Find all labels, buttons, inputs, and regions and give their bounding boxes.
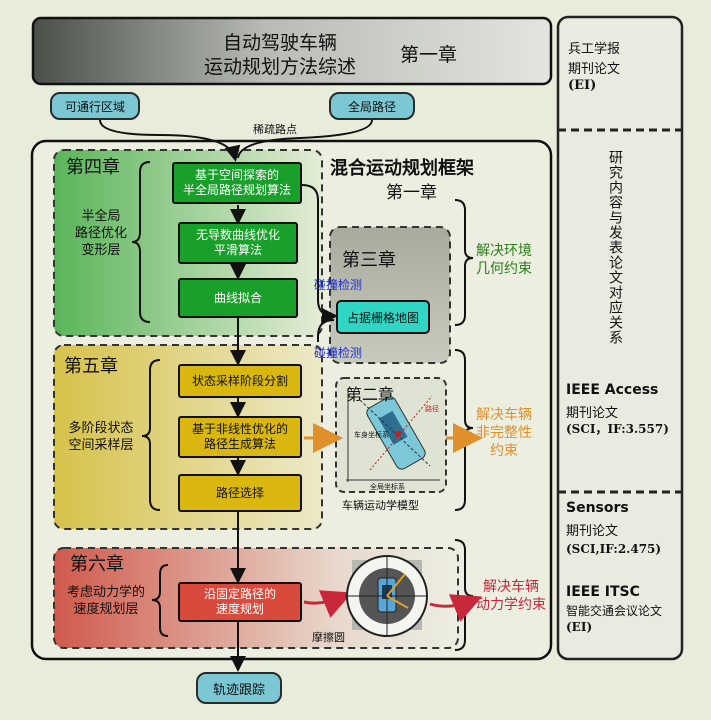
header-title-line2: 运动规划方法综述 <box>203 56 356 78</box>
sidebar-ieee-access-type: 期刊论文 <box>566 406 619 421</box>
collision-check-label-2: 碰撞检测 <box>314 346 363 360</box>
nonholonomic-constraint-label: 解决车辆 非完整性 约束 <box>476 407 532 459</box>
vehicle-model-caption: 车辆运动学模型 <box>342 499 419 512</box>
occupancy-grid-map-box: 占据栅格地图 <box>336 300 430 334</box>
vehicle-kinematic-figure <box>346 388 440 482</box>
sidebar-ieee-access-title: IEEE Access <box>566 382 659 398</box>
sidebar-ieee-access-index: (SCI，IF:3.557) <box>566 422 669 436</box>
trajectory-tracking-node: 轨迹跟踪 <box>196 672 282 704</box>
sidebar-ei-journal-type: 期刊论文 <box>568 62 621 77</box>
header-chapter: 第一章 <box>400 44 458 66</box>
framework-chapter: 第一章 <box>386 183 437 203</box>
global-path-node: 全局路径 <box>329 92 415 120</box>
curve-fitting-box: 曲线拟合 <box>178 278 298 318</box>
state-sampling-box: 状态采样阶段分割 <box>178 364 302 398</box>
collision-check-label-1: 碰撞检测 <box>314 278 363 292</box>
passable-area-node: 可通行区域 <box>50 92 140 120</box>
sidebar-vertical-title: 研究内容与发表论文对应关系 <box>607 150 623 345</box>
fig-body-frame-label: 车身坐标系 <box>354 431 389 439</box>
fig-global-frame-label: 全局坐标系 <box>370 483 405 491</box>
sidebar-ei-journal-index: (EI) <box>568 78 597 93</box>
sparse-points-label: 稀疏路点 <box>253 123 297 136</box>
curve-smoothing-box: 无导数曲线优化 平滑算法 <box>178 222 298 264</box>
sidebar-sensors-title: Sensors <box>566 500 629 516</box>
dynamic-constraint-label: 解决车辆 动力学约束 <box>476 579 546 613</box>
path-selection-box: 路径选择 <box>178 474 302 512</box>
geometric-constraint-label: 解决环境 几何约束 <box>476 243 532 277</box>
header-title-line1: 自动驾驶车辆 <box>222 32 337 54</box>
sidebar-ei-journal-name: 兵工学报 <box>568 42 621 57</box>
speed-planning-box: 沿固定路径的 速度规划 <box>178 582 302 622</box>
friction-circle-figure <box>345 555 428 637</box>
sidebar-itsc-index: (EI) <box>566 620 593 634</box>
sidebar-itsc-title: IEEE ITSC <box>566 584 640 600</box>
semi-global-path-planning-box: 基于空间探索的 半全局路径规划算法 <box>172 162 302 204</box>
framework-title: 混合运动规划框架 <box>330 158 474 179</box>
fig-path-label: 路径 <box>425 405 439 413</box>
nonlinear-path-generation-box: 基于非线性优化的 路径生成算法 <box>178 416 302 458</box>
sidebar-sensors-type: 期刊论文 <box>566 524 619 539</box>
chapter6-side-label: 考虑动力学的 速度规划层 <box>66 585 145 617</box>
sidebar-itsc-type: 智能交通会议论文 <box>566 604 663 618</box>
chapter4-heading: 第四章 <box>66 157 120 178</box>
chapter6-heading: 第六章 <box>70 554 124 575</box>
chapter2-heading: 第二章 <box>346 385 395 404</box>
sidebar-sensors-index: (SCI,IF:2.475) <box>566 542 662 556</box>
chapter3-heading: 第三章 <box>342 250 396 271</box>
friction-circle-caption: 摩擦圆 <box>312 631 345 644</box>
chapter5-heading: 第五章 <box>64 356 118 377</box>
chapter4-side-label: 半全局 路径优化 变形层 <box>74 209 127 258</box>
chapter5-side-label: 多阶段状态 空间采样层 <box>68 421 134 453</box>
